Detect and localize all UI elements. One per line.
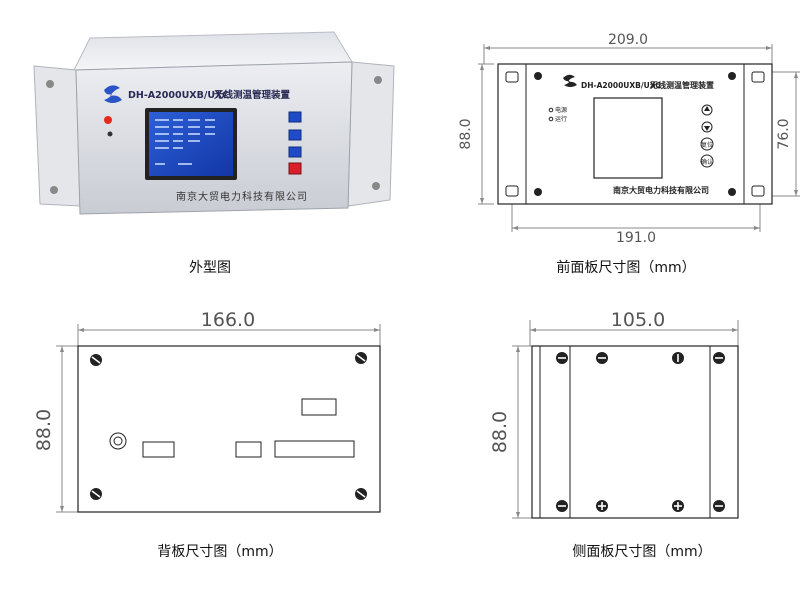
power-led-icon xyxy=(548,107,554,113)
back-panel-svg: 166.0 88.0 xyxy=(33,309,381,513)
side-panel-outline xyxy=(531,345,739,519)
ear-hole xyxy=(46,80,54,88)
right-mount-ear xyxy=(347,61,395,207)
photo-company-text: 南京大贸电力科技有限公司 xyxy=(176,190,308,203)
down-key-icon[interactable] xyxy=(701,121,713,133)
up-key-icon[interactable] xyxy=(701,104,713,116)
screw-icon xyxy=(728,72,736,80)
down-arrow-icon xyxy=(704,126,710,131)
dim-label-front-inner-height: 76.0 xyxy=(776,118,792,149)
antenna-connector-inner-icon xyxy=(113,436,123,446)
screen-outline xyxy=(593,97,663,179)
lcd-screen xyxy=(149,112,233,176)
reset-button[interactable] xyxy=(288,146,302,158)
front-model-text: DH-A2000UXB/UXC xyxy=(581,81,661,90)
confirm-key[interactable] xyxy=(700,154,714,168)
reset-key-label: 复位 xyxy=(701,141,713,149)
led-power-label: 电源 xyxy=(555,106,567,114)
caption-side: 侧面板尺寸图（mm） xyxy=(572,544,712,560)
caption-photo: 外型图 xyxy=(189,260,231,276)
ear-hole xyxy=(374,76,382,84)
run-led-icon xyxy=(548,116,554,122)
front-panel-drawing: 209.0 191.0 88.0 76.0 DH-A2000UXB/UXC 无线… xyxy=(420,0,809,246)
port-cutout xyxy=(235,441,262,458)
led-run-label: 运行 xyxy=(555,115,567,123)
mount-slot xyxy=(751,185,765,197)
ear-hole xyxy=(372,182,380,190)
front-device-name: 无线测温管理装置 xyxy=(649,80,714,90)
caption-front: 前面板尺寸图（mm） xyxy=(556,260,696,276)
dim-label-back-height: 88.0 xyxy=(33,409,55,451)
run-led xyxy=(107,131,113,137)
side-panel-drawing: 105.0 88.0 xyxy=(420,290,809,530)
left-mount-ear xyxy=(33,65,81,207)
dim-label-front-height: 88.0 xyxy=(458,118,474,149)
front-panel-outline xyxy=(497,63,773,205)
antenna-connector-icon xyxy=(109,432,127,450)
screw-icon xyxy=(534,72,542,80)
company-logo-icon xyxy=(563,74,577,87)
terminal-block-cutout xyxy=(274,440,355,458)
device-photo-illustration: DH-A2000UXB/UXC 无线测温管理装置 南京大贸电力科技有限公司 xyxy=(33,31,395,215)
caption-back: 背板尺寸图（mm） xyxy=(157,544,283,560)
mount-slot xyxy=(505,71,519,83)
dim-label-side-width: 105.0 xyxy=(611,309,665,331)
front-panel-svg: 209.0 191.0 88.0 76.0 DH-A2000UXB/UXC 无线… xyxy=(458,32,800,246)
down-button[interactable] xyxy=(288,129,302,141)
front-company-text: 南京大贸电力科技有限公司 xyxy=(613,185,709,195)
dim-label-front-inner-width: 191.0 xyxy=(616,230,656,245)
port-cutout xyxy=(301,398,337,416)
up-arrow-icon xyxy=(704,106,710,111)
reset-key[interactable] xyxy=(700,137,714,151)
up-button[interactable] xyxy=(288,111,302,123)
photo-device-name: 无线测温管理装置 xyxy=(213,89,291,101)
lcd-text-lines xyxy=(155,119,215,165)
dim-label-front-width: 209.0 xyxy=(608,32,648,48)
confirm-key-label: 确认 xyxy=(701,158,713,166)
back-panel-outline xyxy=(77,345,381,513)
product-photo: DH-A2000UXB/UXC 无线测温管理装置 南京大贸电力科技有限公司 xyxy=(0,0,420,240)
mount-slot xyxy=(751,71,765,83)
photo-model-text: DH-A2000UXB/UXC xyxy=(128,90,229,101)
confirm-button[interactable] xyxy=(288,162,302,175)
port-cutout xyxy=(142,441,175,458)
back-panel-drawing: 166.0 88.0 xyxy=(0,290,420,530)
dim-label-side-height: 88.0 xyxy=(489,411,511,453)
side-panel-svg: 105.0 88.0 xyxy=(489,309,739,519)
ear-hole xyxy=(50,186,58,194)
screw-icon xyxy=(728,188,736,196)
power-led xyxy=(104,116,112,124)
mount-slot xyxy=(505,185,519,197)
company-logo-icon xyxy=(104,85,122,103)
screw-icon xyxy=(534,188,542,196)
dim-label-back-width: 166.0 xyxy=(201,309,255,331)
